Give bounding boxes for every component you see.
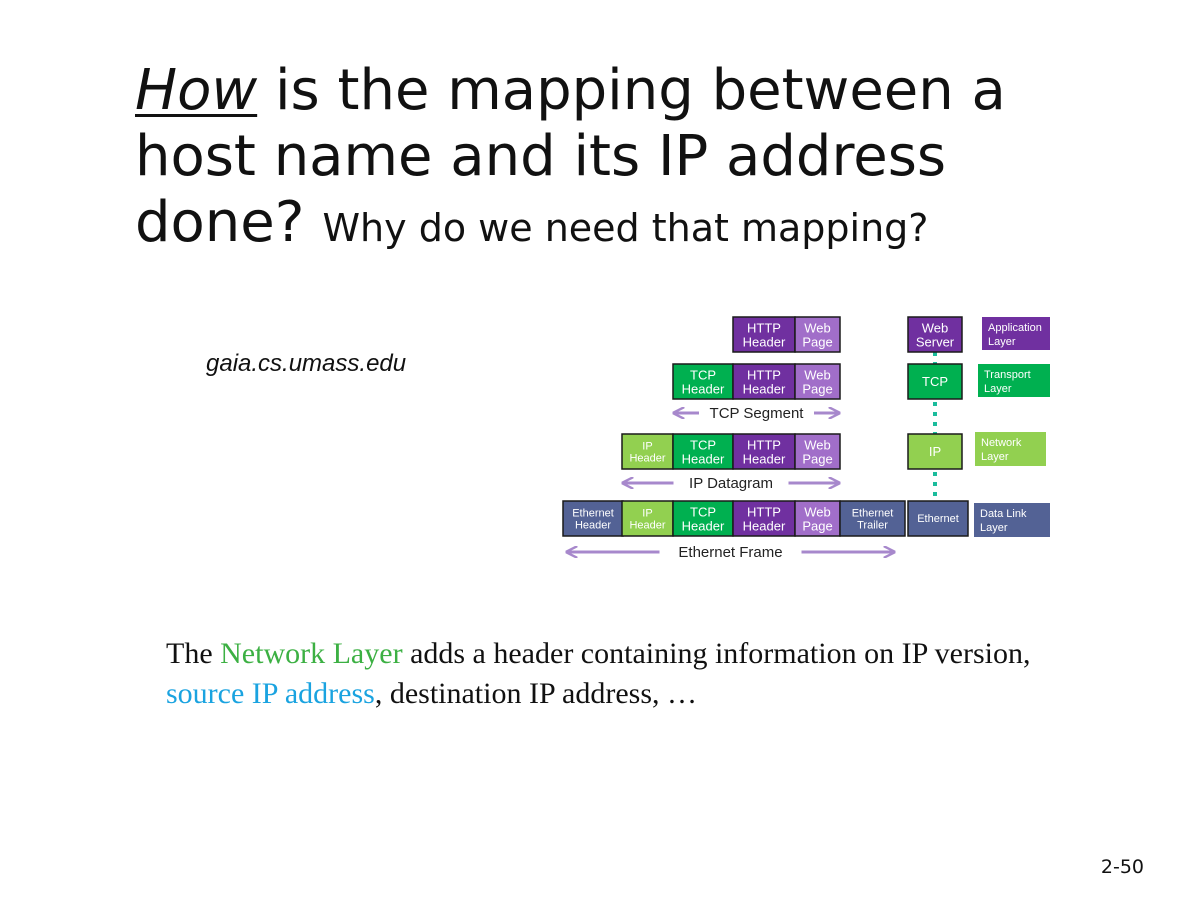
stack-ip-box: [907, 433, 963, 470]
stack-ip-label: IP: [929, 444, 941, 459]
stack-tcp-label: TCP: [922, 374, 948, 389]
http-header-row2-label-1: HTTP: [747, 368, 781, 383]
tcp-segment-label: TCP Segment: [710, 405, 805, 422]
network-layer-label-2: Layer: [981, 451, 1009, 463]
slide-title: How is the mapping between a host name a…: [135, 58, 1135, 261]
web-page-row2-label-1: Web: [804, 368, 831, 383]
web-page-row4-label-2: Page: [802, 519, 832, 534]
tcp-header-row4-label-2: Header: [682, 519, 725, 534]
data-link-layer-label-2: Layer: [980, 522, 1008, 534]
ip-datagram-label: IP Datagram: [689, 475, 773, 492]
tcp-header-row2-label-1: TCP: [690, 368, 716, 383]
hostname-label: gaia.cs.umass.edu: [206, 350, 407, 377]
network-layer-text: Network Layer: [220, 637, 403, 670]
ethernet-header-row4-box: [562, 500, 624, 537]
data-link-layer-box: [974, 503, 1050, 537]
ip-header-row4-label-2: Header: [629, 520, 665, 532]
ip-header-row3-label-1: IP: [642, 441, 652, 453]
tcp-header-row4-label-1: TCP: [690, 505, 716, 520]
ethernet-trailer-row4-label-2: Trailer: [857, 520, 888, 532]
application-layer-box: [982, 317, 1050, 350]
http-header-row4-box: [732, 500, 796, 537]
title-line2: host name and its IP address: [135, 124, 947, 189]
body-text-1: The: [166, 637, 221, 670]
source-ip-text: source IP address: [166, 677, 375, 710]
http-header-row3-box: [732, 433, 796, 470]
http-header-row1-label-2: Header: [743, 335, 786, 350]
web-page-row2-box: [794, 363, 841, 400]
title-how: How: [135, 58, 258, 123]
network-layer-label-1: Network: [981, 437, 1022, 449]
ethernet-header-row4-label-2: Header: [575, 520, 611, 532]
body-text: The Network Layer adds a header containi…: [166, 634, 1066, 714]
web-page-row1-label-2: Page: [802, 335, 832, 350]
slide-number: 2-50: [1100, 856, 1144, 878]
title-line1: is the mapping between a: [257, 58, 1006, 123]
tcp-header-row3-label-2: Header: [682, 452, 725, 467]
web-page-row3-box: [794, 433, 841, 470]
ip-header-row4-label-1: IP: [642, 508, 652, 520]
transport-layer-box: [978, 364, 1050, 397]
ethernet-header-row4-label-1: Ethernet: [572, 508, 614, 520]
application-layer-label-1: Application: [988, 322, 1042, 334]
http-header-row4-label-2: Header: [743, 519, 786, 534]
transport-layer-label-2: Layer: [984, 383, 1012, 395]
stack-ethernet-box: [907, 500, 969, 537]
stack-ethernet-label: Ethernet: [917, 513, 959, 525]
title-subtitle: Why do we need that mapping?: [322, 206, 929, 250]
ethernet-trailer-row4-label-1: Ethernet: [852, 508, 894, 520]
title-line3: done?: [135, 190, 305, 255]
web-page-row3-label-1: Web: [804, 438, 831, 453]
stack-web-server-label-2: Server: [916, 335, 955, 350]
application-layer-label-2: Layer: [988, 336, 1016, 348]
http-header-row1-label-1: HTTP: [747, 321, 781, 336]
web-page-row3-label-2: Page: [802, 452, 832, 467]
network-layer-box: [975, 432, 1046, 466]
stack-tcp-box: [907, 363, 963, 400]
body-text-3: , destination IP address, …: [374, 677, 698, 710]
http-header-row4-label-1: HTTP: [747, 505, 781, 520]
web-page-row2-label-2: Page: [802, 382, 832, 397]
http-header-row2-box: [732, 363, 796, 400]
stack-web-server-box: [907, 316, 963, 353]
web-page-row1-box: [794, 316, 841, 353]
transport-layer-label-1: Transport: [984, 369, 1031, 381]
http-header-row3-label-2: Header: [743, 452, 786, 467]
ip-header-row3-box: [621, 433, 674, 470]
stack-web-server-label-1: Web: [922, 321, 949, 336]
ethernet-frame-label: Ethernet Frame: [678, 544, 782, 561]
http-header-row2-label-2: Header: [743, 382, 786, 397]
protocol-stack: WebServerTCPIPEthernetApplicationLayerTr…: [907, 316, 1050, 537]
http-header-row3-label-1: HTTP: [747, 438, 781, 453]
ip-header-row3-label-2: Header: [629, 453, 665, 465]
web-page-row1-label-1: Web: [804, 321, 831, 336]
body-text-2: adds a header containing information on …: [402, 637, 1031, 670]
web-page-row4-label-1: Web: [804, 505, 831, 520]
ethernet-trailer-row4-box: [839, 500, 906, 537]
data-link-layer-label-1: Data Link: [980, 508, 1027, 520]
packet-cells: HTTPHeaderWebPageTCPHeaderHTTPHeaderWebP…: [562, 316, 906, 537]
tcp-header-row2-label-2: Header: [682, 382, 725, 397]
tcp-header-row3-label-1: TCP: [690, 438, 716, 453]
tcp-header-row4-box: [672, 500, 734, 537]
